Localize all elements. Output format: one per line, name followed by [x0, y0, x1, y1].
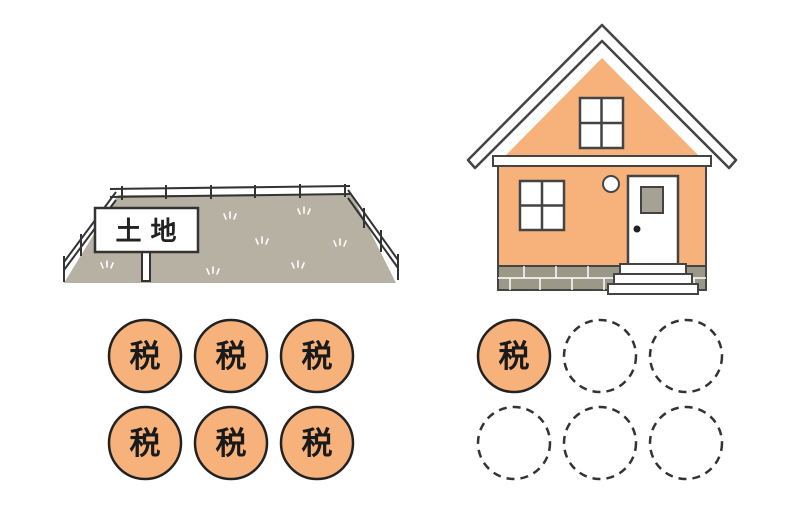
attic-window	[578, 96, 625, 150]
land-tax-coin-label: 税	[302, 339, 333, 375]
house-empty-tax-slot	[476, 405, 552, 481]
house-empty-tax-slot	[648, 405, 724, 481]
house-door	[626, 174, 680, 268]
land-tax-coin	[279, 405, 355, 481]
land-tax-coin	[107, 318, 183, 394]
land-illustration: 土 地	[63, 184, 399, 283]
land-tax-coin	[279, 318, 355, 394]
side-window	[518, 179, 566, 232]
house-steps	[607, 263, 699, 295]
land-tax-coin-label: 税	[302, 426, 333, 462]
land-tax-coin	[107, 405, 183, 481]
round-window	[602, 175, 620, 193]
house-tax-coin	[476, 318, 552, 394]
grass-tufts	[100, 206, 347, 275]
land-sign: 土 地	[93, 206, 200, 282]
house-illustration	[466, 23, 738, 295]
land-tax-coin-label: 税	[216, 339, 247, 375]
house-empty-tax-slot	[562, 318, 638, 394]
door-knob	[633, 225, 641, 233]
house-tax-coin-label: 税	[499, 339, 530, 375]
sign-text: 土 地	[115, 217, 176, 247]
land-tax-coin-label: 税	[130, 426, 161, 462]
land-tax-coin	[193, 318, 269, 394]
house-eave	[492, 155, 712, 167]
land-tax-coin-label: 税	[130, 339, 161, 375]
land-tax-coin	[193, 405, 269, 481]
house-empty-tax-slot	[648, 318, 724, 394]
house-tax-coins: 税	[476, 318, 724, 481]
sign-board	[93, 206, 200, 254]
house-roof	[466, 23, 738, 170]
door-window	[640, 186, 664, 214]
land-tax-coins: 税税税税税税	[107, 318, 355, 481]
house-empty-tax-slot	[562, 405, 638, 481]
sign-post	[141, 248, 151, 282]
land-tax-coin-label: 税	[216, 426, 247, 462]
